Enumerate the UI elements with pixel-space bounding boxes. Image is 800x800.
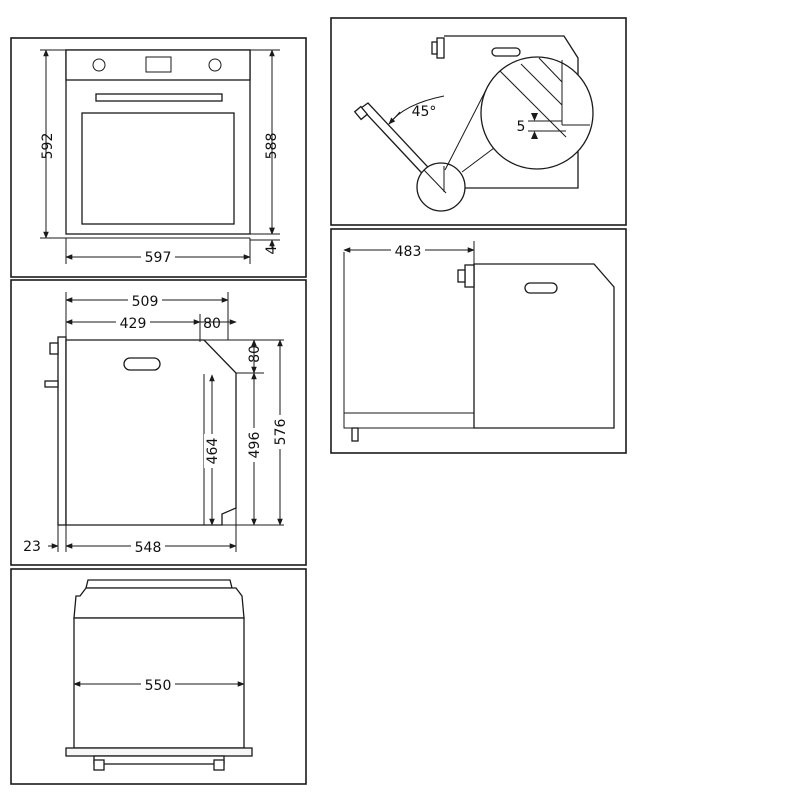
oven-front-knob-cap xyxy=(457,269,466,283)
top-width-label: 550 xyxy=(145,678,172,694)
cabinet-outline xyxy=(343,252,474,429)
door-handle-open xyxy=(353,105,369,121)
door-glass xyxy=(81,112,235,225)
handle-top xyxy=(93,755,225,765)
cabinet-foot xyxy=(351,427,359,442)
right-offset-label: 80 xyxy=(247,345,263,363)
hinge-knob-icon xyxy=(436,37,445,59)
vent-slot-icon xyxy=(123,357,161,371)
hinge-cap xyxy=(431,41,438,55)
oven-front-panel xyxy=(57,336,67,526)
right-knob-icon xyxy=(208,58,222,72)
door-handle-side xyxy=(44,380,59,388)
base-depth-label-background xyxy=(131,538,165,553)
cabinet-depth-label-background xyxy=(391,242,425,257)
handle-left-mount xyxy=(93,759,105,771)
top-width-label-background xyxy=(141,676,175,691)
door-handle xyxy=(95,93,223,102)
angle-label: 45° xyxy=(412,104,437,120)
side-vent-icon xyxy=(491,47,521,57)
oven-body-side xyxy=(65,339,237,526)
detail-gap-label: 5 xyxy=(517,119,526,135)
detail-connector-top xyxy=(444,83,490,171)
top-rear-ledge xyxy=(85,579,233,589)
body-depth-label-background xyxy=(116,314,150,329)
body-depth-label: 429 xyxy=(120,316,147,332)
door-detail-panel: 45° 5 xyxy=(330,17,627,226)
inner-height-label-background xyxy=(204,434,220,468)
cabinet-view-frame xyxy=(330,228,627,454)
magnified-door-edge-1 xyxy=(499,70,567,138)
display-window xyxy=(145,56,172,73)
top-rear-cap xyxy=(73,587,245,619)
mid-height-label-background xyxy=(246,428,262,462)
left-knob-icon xyxy=(92,58,106,72)
front-panel-top xyxy=(65,747,253,757)
knob-top-icon xyxy=(49,342,59,355)
gap-arrow-top-icon xyxy=(531,113,538,121)
door-detail-frame xyxy=(330,17,627,226)
oven-inserted xyxy=(473,263,615,429)
side-view-panel: 509 429 80 80 496 576 464 23 548 xyxy=(10,279,307,566)
side-view-frame xyxy=(10,279,307,566)
height-label: 592 xyxy=(40,133,56,160)
detail-connector-bottom xyxy=(461,147,495,173)
front-view-panel: 592 588 4 597 xyxy=(10,37,307,278)
oven-front-knob-icon xyxy=(464,264,475,288)
front-view-frame xyxy=(10,37,307,278)
cabinet-depth-label: 483 xyxy=(395,244,422,260)
width-label-background xyxy=(141,249,175,264)
base-depth-label: 548 xyxy=(135,540,162,556)
magnified-door-edge-3 xyxy=(538,57,563,83)
inner-height-label: 464 xyxy=(205,438,221,465)
width-label: 597 xyxy=(145,250,172,266)
oven-front xyxy=(65,49,251,239)
cabinet-view-panel: 483 xyxy=(330,228,627,454)
depth-label: 509 xyxy=(132,294,159,310)
control-panel xyxy=(65,49,251,81)
top-view-panel: 550 xyxy=(10,568,307,785)
total-height-label: 576 xyxy=(273,419,289,446)
gap-arrow-bottom-icon xyxy=(531,131,538,139)
handle-right-mount xyxy=(213,759,225,771)
magnified-door-edge-2 xyxy=(520,63,563,106)
door-height-label: 588 xyxy=(264,133,280,160)
mid-height-label: 496 xyxy=(247,432,263,459)
hinge-detail-door-line xyxy=(423,169,447,194)
oven-vent-icon xyxy=(524,282,558,294)
total-height-label-background xyxy=(272,415,288,449)
top-view-frame xyxy=(10,568,307,785)
front-label: 23 xyxy=(23,539,41,555)
angle-arrow xyxy=(388,111,401,125)
depth-label-background xyxy=(128,292,162,307)
gap-label: 4 xyxy=(264,245,280,254)
top-offset-label: 80 xyxy=(203,316,221,332)
